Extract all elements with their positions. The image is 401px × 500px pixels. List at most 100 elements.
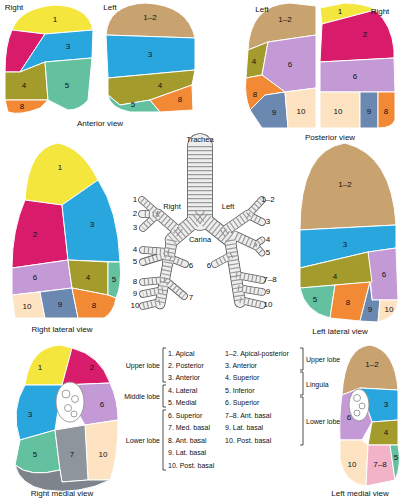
lung-segment [300, 285, 335, 318]
lung-segment [368, 248, 398, 300]
segment-number: 7 [70, 451, 74, 459]
lung-segment [320, 10, 394, 62]
segment-number: 1–2 [365, 361, 378, 369]
bronchus [222, 215, 248, 233]
cartilage-ring [142, 200, 158, 214]
cartilage-ring [236, 236, 255, 245]
segment-number: 5 [266, 249, 270, 257]
hilum-vessel [62, 390, 70, 398]
bronchus-outline [143, 302, 160, 306]
lung-segment [40, 288, 78, 318]
segment-number: 6 [347, 414, 351, 422]
lung-segment [340, 440, 368, 486]
segment-number: 1 [338, 8, 342, 16]
segment-number: 5 [313, 296, 317, 304]
cartilage-ring [143, 302, 160, 306]
bronchial-tree [142, 146, 262, 306]
lung-segment [85, 420, 118, 480]
segment-number: 4 [133, 246, 137, 254]
segment-number: 4 [333, 273, 337, 281]
segment-name: 9. Lat. basal [225, 424, 263, 431]
segment-number: 2 [363, 31, 367, 39]
segment-number: 10 [131, 302, 140, 310]
segment-number: 5 [65, 82, 69, 90]
segment-number: 10 [23, 303, 32, 311]
segment-number: 3 [28, 411, 32, 419]
segment-number: 2 [90, 364, 94, 372]
segment-number: 3 [266, 218, 270, 226]
hilum-vessel [354, 395, 361, 402]
cartilage-ring [188, 146, 212, 218]
side-label: Right [371, 8, 390, 16]
bronchus-outline [236, 236, 255, 245]
segment-number: 4 [86, 274, 90, 282]
hilum-vessel [72, 396, 79, 403]
segment-number: 8 [20, 103, 24, 111]
cartilage-ring [143, 250, 169, 252]
segment-number: 1 [58, 164, 62, 172]
segment-number: 1–2 [338, 181, 351, 189]
lung-segment [250, 92, 288, 128]
lobe-label: Upper lobe [126, 362, 160, 369]
view-title: Anterior view [77, 120, 123, 128]
lung-segment [62, 348, 110, 385]
lung-segment [378, 300, 398, 322]
lung-segment [360, 92, 378, 128]
segment-number: 3 [343, 241, 347, 249]
lung-segment [72, 288, 116, 318]
segment-name: 5. Inferior [225, 387, 255, 394]
lung-segment [5, 62, 48, 100]
cartilage-ring [255, 245, 262, 253]
lobe-bracket [300, 348, 303, 445]
segment-number: 7–8 [263, 276, 276, 284]
bronchus-outline [238, 288, 262, 292]
segment-number: 8 [92, 302, 96, 310]
segment-number: 6 [288, 61, 292, 69]
segment-name: 7. Med. basal [168, 424, 210, 431]
segment-number: 5 [394, 454, 398, 462]
bronchus [240, 300, 262, 305]
lung-segment [390, 445, 399, 480]
hilum [349, 389, 369, 421]
cartilage-ring [158, 214, 180, 233]
segment-number: 7 [189, 294, 193, 302]
lobe-label: Middle lobe [124, 393, 160, 400]
hilum-vessel [65, 405, 72, 412]
segment-number: 1–2 [143, 14, 156, 22]
cartilage-ring [238, 288, 262, 292]
lung-segments [5, 3, 399, 491]
hilum-vessel [71, 411, 77, 417]
bronchus-outline [158, 214, 180, 233]
bronchus [142, 200, 158, 214]
cartilage-ring [230, 240, 240, 302]
segment-number: 3 [148, 51, 152, 59]
cartilage-ring [222, 215, 248, 233]
segment-name: 8. Ant. basal [168, 437, 207, 444]
bronchus-outline [187, 146, 213, 218]
cartilage-ring [143, 280, 165, 282]
side-label: Left [255, 6, 268, 14]
segment-number: 8 [384, 108, 388, 116]
cartilage-ring [143, 214, 158, 228]
hilum-vessel [359, 403, 365, 409]
cartilage-ring [236, 275, 262, 280]
bronchus [230, 240, 240, 302]
segment-number: 1 [53, 16, 57, 24]
segment-number: 1–2 [278, 16, 291, 24]
cartilage-ring [142, 211, 158, 217]
segment-number: 4 [22, 82, 26, 90]
lung-segment [45, 58, 92, 110]
segment-number: 6 [33, 274, 37, 282]
segment-number: 7–8 [373, 461, 386, 469]
segment-number: 5 [112, 276, 116, 284]
segment-name: 2. Posterior [168, 362, 204, 369]
segment-name: 3. Anterior [168, 374, 200, 381]
bronchus [143, 214, 158, 228]
structure-label: Left [222, 203, 235, 211]
segment-name: 3. Anterior [225, 362, 257, 369]
lung-segment [320, 92, 360, 128]
lung-segment [285, 88, 316, 128]
segment-number: 6 [100, 401, 104, 409]
segment-name: 10. Post. basal [225, 437, 271, 444]
